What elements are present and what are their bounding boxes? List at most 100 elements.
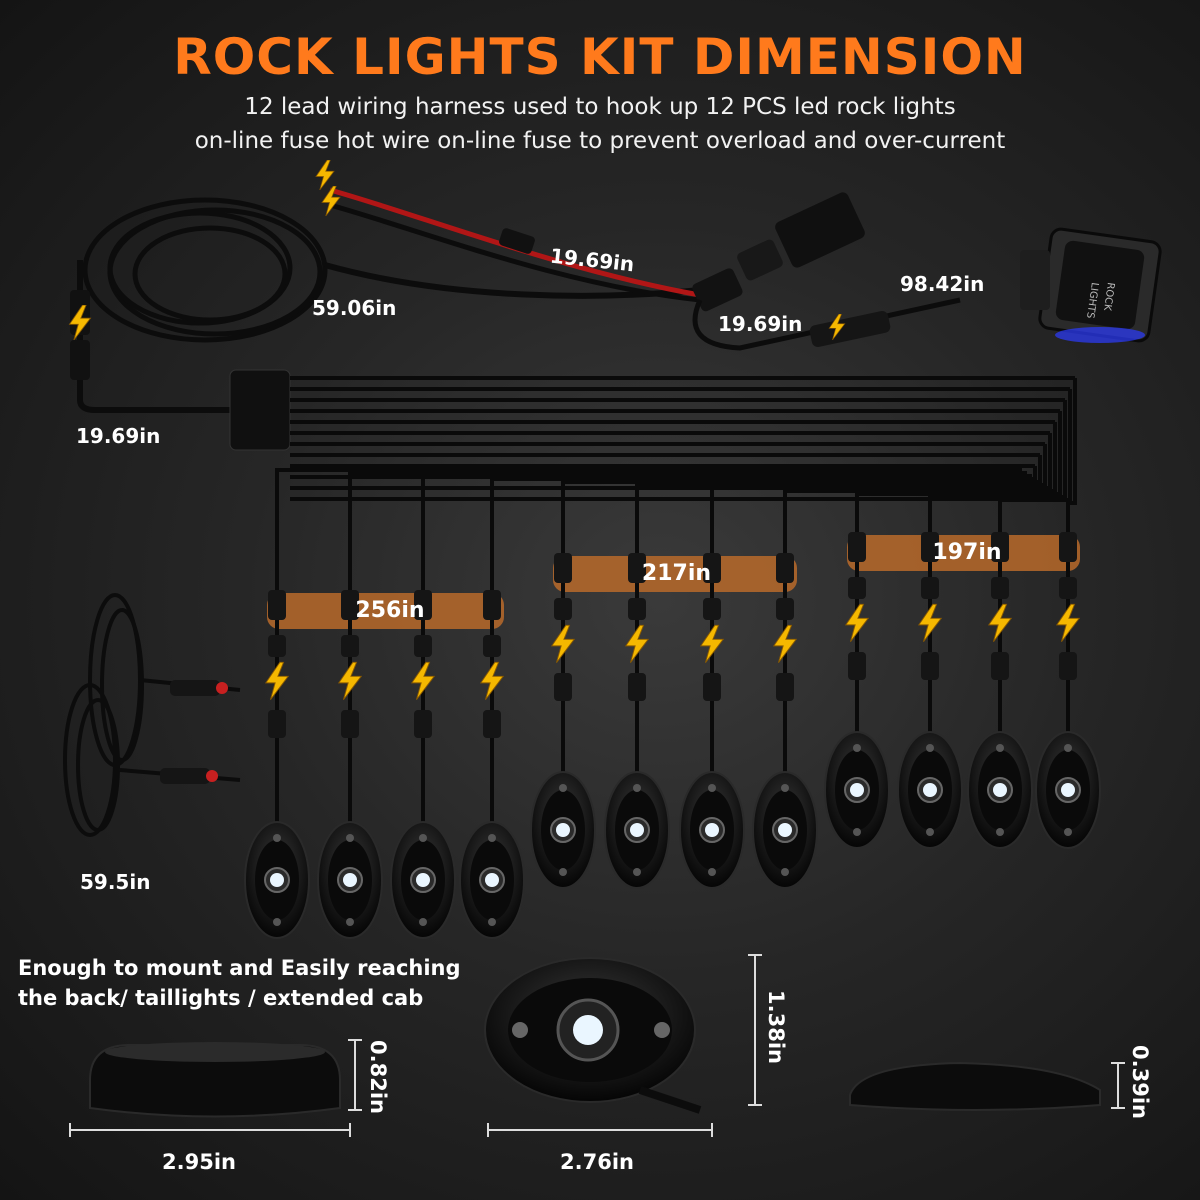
socket [554, 673, 572, 701]
mount-hole [419, 918, 427, 926]
lead-connector [628, 553, 646, 583]
rock-light-string [317, 590, 383, 939]
mount-hole [633, 868, 641, 876]
plug [483, 635, 501, 657]
group-band [847, 535, 1080, 571]
harness-lead-drop [561, 455, 1042, 553]
mount-hole [996, 744, 1004, 752]
led-chip [850, 783, 864, 797]
lead-connector [483, 590, 501, 620]
mount-hole [419, 834, 427, 842]
hub-lead [77, 260, 230, 413]
pod-side-view-right [849, 1061, 1101, 1111]
led-chip [630, 823, 644, 837]
center-height-label: 1.38in [764, 990, 788, 1064]
plug [703, 598, 721, 620]
switch-text-line-1: ROCK [1101, 282, 1116, 312]
led-chip [705, 823, 719, 837]
relay-connector [692, 192, 865, 312]
harness-lead-drop [635, 444, 1047, 553]
lead-connector [268, 590, 286, 620]
socket [1059, 652, 1077, 680]
lead-connector [341, 590, 359, 620]
switch-connector [809, 311, 891, 347]
pod-top-view-center [484, 957, 702, 1114]
socket [483, 710, 501, 738]
led-chip [270, 873, 284, 887]
mount-hole [346, 834, 354, 842]
harness-lead-drop [928, 400, 1067, 532]
led-chip [416, 873, 430, 887]
led-chip [485, 873, 499, 887]
lead-connector [703, 553, 721, 583]
mount-hole [559, 784, 567, 792]
harness-lead-drop [998, 389, 1072, 532]
mount-hole [1064, 828, 1072, 836]
dimension-line-center-width [487, 1123, 713, 1137]
socket [921, 652, 939, 680]
mounting-note-line-1: Enough to mount and Easily reaching [18, 956, 461, 980]
socket [268, 710, 286, 738]
mount-hole [559, 868, 567, 876]
harness-lead-drop [710, 433, 1052, 553]
switch-lead [692, 297, 961, 351]
harness-lead-drop [1066, 378, 1077, 532]
lead-connector [921, 532, 939, 562]
mount-hole [781, 784, 789, 792]
group-label-1: 256in [355, 598, 425, 623]
mount-hole [996, 828, 1004, 836]
fuse-holder-icon [499, 228, 535, 254]
rock-light-string [390, 590, 456, 939]
harness-lead-drop [783, 422, 1057, 553]
group-bands [267, 535, 1080, 629]
mount-hole [708, 784, 716, 792]
mount-hole [926, 828, 934, 836]
switch-lead-label: 19.69in [718, 312, 803, 336]
socket [991, 652, 1009, 680]
harness-bundle [275, 376, 1077, 590]
subtitle-line-2: on-line fuse hot wire on-line fuse to pr… [194, 128, 1006, 154]
harness-lead-drop [421, 474, 1032, 590]
rock-light-string [897, 532, 963, 849]
mount-hole [488, 918, 496, 926]
group-label-2: 217in [641, 561, 712, 586]
dimension-line-right-height [1111, 1062, 1125, 1109]
rock-light-string [604, 553, 670, 889]
switch-text-line-2: LIGHTS [1084, 282, 1100, 319]
dimension-line-left-height [348, 1039, 362, 1111]
mount-hole [346, 918, 354, 926]
main-cable-coil [82, 197, 328, 343]
plug [991, 577, 1009, 599]
main-cable-label: 59.06in [312, 296, 397, 320]
led-chip [573, 1015, 603, 1045]
plug [341, 635, 359, 657]
page-title: ROCK LIGHTS KIT DIMENSION [173, 28, 1027, 86]
rock-light-string [244, 590, 310, 939]
switch-cable-label: 98.42in [900, 272, 985, 296]
fuse-wire [329, 187, 701, 303]
mount-hole [273, 918, 281, 926]
mount-hole [633, 784, 641, 792]
mount-hole [781, 868, 789, 876]
lead-connector [776, 553, 794, 583]
socket [703, 673, 721, 701]
plug [848, 577, 866, 599]
led-chip [923, 783, 937, 797]
extension-cables [63, 593, 241, 837]
right-height-label: 0.39in [1128, 1045, 1152, 1119]
mount-hole [708, 868, 716, 876]
lead-connector [991, 532, 1009, 562]
rock-light-string [679, 553, 745, 889]
group-label-3: 197in [932, 540, 1002, 565]
socket [628, 673, 646, 701]
rock-lights [244, 532, 1101, 939]
rock-light-string [1035, 532, 1101, 849]
plug [1059, 577, 1077, 599]
rocker-switch-icon [1020, 227, 1162, 343]
rock-light-string [824, 532, 890, 849]
plug [776, 598, 794, 620]
plug [628, 598, 646, 620]
lead-connector [554, 553, 572, 583]
